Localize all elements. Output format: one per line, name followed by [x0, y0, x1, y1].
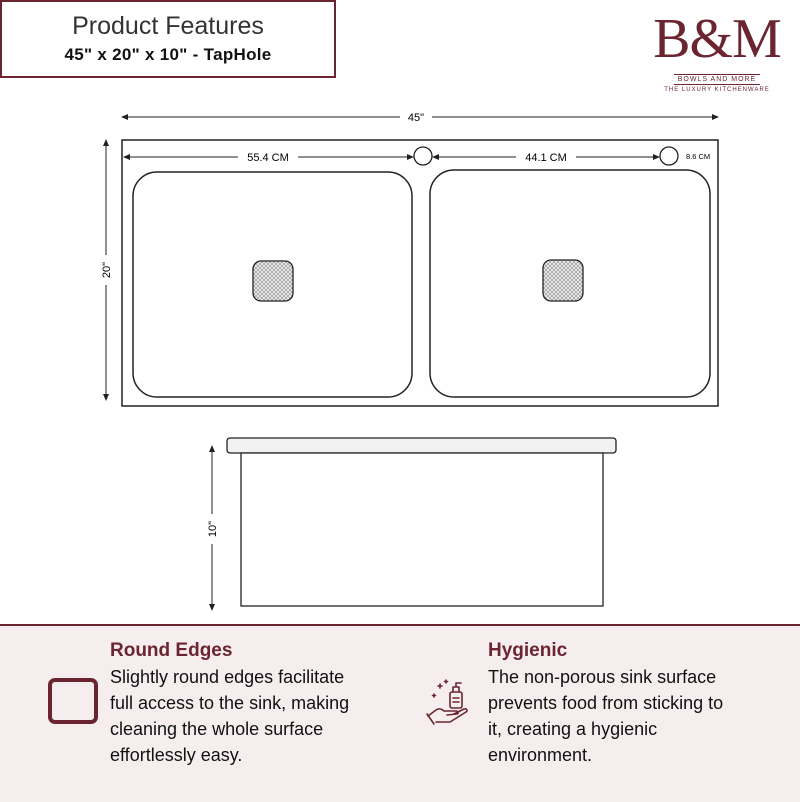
- sink-rim-side: [226, 437, 617, 454]
- right-distance-dimension: 44.1 CM: [432, 149, 660, 164]
- sink-diagram: 45" 20" 55.4 CM 44.1 CM 8.6 CM 10": [98, 108, 719, 611]
- width-dimension: 45": [121, 108, 719, 124]
- hand-soap-icon: [426, 679, 468, 725]
- width-label: 45": [408, 112, 424, 124]
- depth-label: 10": [207, 521, 219, 537]
- logo-tagline-bottom: THE LUXURY KITCHENWARE: [664, 87, 770, 93]
- page-title: Product Features: [72, 12, 264, 40]
- feature-text-round-edges: Slightly round edges facilitate full acc…: [110, 667, 350, 765]
- page-subtitle: 45" x 20" x 10" - TapHole: [64, 45, 272, 64]
- rounded-square-icon: [48, 678, 98, 724]
- feature-text-hygienic: The non-porous sink surface prevents foo…: [488, 667, 724, 765]
- height-label: 20": [101, 262, 113, 278]
- logo-tagline-top: BOWLS AND MORE: [673, 74, 761, 85]
- right-drain: [542, 259, 584, 302]
- brand-logo: B&M BOWLS AND MORE THE LUXURY KITCHENWAR…: [648, 8, 786, 93]
- left-distance-dimension: 55.4 CM: [123, 149, 414, 164]
- height-dimension: 20": [98, 139, 114, 401]
- logo-mark: B&M: [653, 8, 782, 70]
- taphole-center: [413, 146, 433, 166]
- feature-title-hygienic: Hygienic: [488, 640, 568, 661]
- left-distance-label: 55.4 CM: [247, 152, 289, 164]
- depth-dimension: 10": [204, 445, 220, 611]
- feature-title-round-edges: Round Edges: [110, 640, 233, 661]
- features-panel: [0, 624, 800, 802]
- left-drain: [252, 260, 294, 302]
- taphole-label: 8.6 CM: [686, 152, 710, 161]
- title-box: Product Features 45" x 20" x 10" - TapHo…: [0, 0, 336, 78]
- sink-side-view: [240, 452, 604, 607]
- right-distance-label: 44.1 CM: [525, 152, 567, 164]
- taphole-right: [659, 146, 679, 166]
